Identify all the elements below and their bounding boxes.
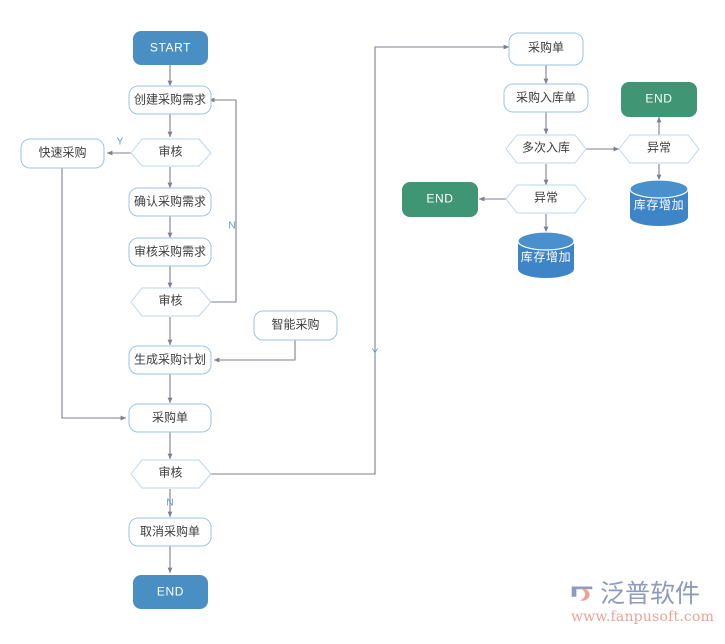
create-demand-label: 创建采购需求	[134, 92, 206, 107]
stock-left-cylinder-body	[518, 241, 574, 278]
multi-inbound-label: 多次入库	[522, 140, 570, 155]
edge-label-right-branch-yes: Y	[372, 348, 379, 359]
node-exception-left[interactable]: 异常	[505, 184, 587, 214]
stock-increase-left-label: 库存增加	[521, 249, 571, 264]
audit-demand-label: 审核采购需求	[134, 244, 206, 259]
end-green-left-label: END	[426, 192, 453, 206]
exception-left-label: 异常	[534, 191, 558, 205]
make-plan-label: 生成采购计划	[134, 352, 206, 367]
node-audit-demand[interactable]: 审核采购需求	[128, 237, 212, 267]
stock-right-cylinder-body	[630, 189, 688, 226]
inbound-order-label: 采购入库单	[516, 90, 576, 105]
node-purchase-order-left[interactable]: 采购单	[128, 403, 212, 433]
stock-increase-right-label: 库存增加	[634, 197, 684, 212]
connectors	[61, 44, 662, 574]
edge-quick-to-order	[61, 168, 127, 421]
edge-label-review2-no: N	[228, 221, 235, 232]
watermark-brand-text: 泛普软件	[600, 578, 701, 608]
exception-left-shape	[505, 184, 587, 214]
end-blue-label: END	[157, 585, 184, 599]
multi-inbound-shape	[505, 134, 587, 164]
node-make-plan[interactable]: 生成采购计划	[128, 345, 212, 375]
node-smart-purchase[interactable]: 智能采购	[253, 310, 338, 341]
node-start[interactable]: START	[133, 31, 208, 65]
purchase-order-left-shape	[128, 403, 212, 433]
watermark-url-text: www.fanpusoft.com	[571, 609, 715, 625]
node-multi-inbound[interactable]: 多次入库	[505, 134, 587, 164]
node-confirm-demand[interactable]: 确认采购需求	[128, 187, 212, 217]
edge-review3-yes-to-right-order	[209, 44, 510, 475]
purchase-order-right-label: 采购单	[528, 40, 564, 55]
make-plan-shape	[128, 345, 212, 375]
node-end-green-left[interactable]: END	[402, 182, 478, 217]
node-inbound-order[interactable]: 采购入库单	[503, 83, 589, 113]
purchase-order-right-shape	[508, 32, 584, 66]
review1-shape	[130, 138, 212, 167]
purchase-order-left-label: 采购单	[152, 410, 188, 425]
quick-purchase-shape	[20, 138, 105, 169]
review3-shape	[130, 459, 212, 489]
edge-label-review1-yes: Y	[117, 137, 124, 148]
exception-right-label: 异常	[647, 141, 671, 155]
end-green-left-shape	[402, 182, 478, 217]
start-shape	[133, 31, 208, 65]
node-end-green-right[interactable]: END	[621, 82, 697, 117]
watermark-brand-row: 泛普软件	[567, 578, 717, 608]
confirm-demand-shape	[128, 187, 212, 217]
audit-demand-shape	[128, 237, 212, 267]
cancel-order-shape	[128, 517, 212, 547]
inbound-order-shape	[503, 83, 589, 113]
quick-purchase-label: 快速采购	[38, 145, 86, 160]
node-cancel-order[interactable]: 取消采购单	[128, 517, 212, 547]
edge-smart-to-plan	[213, 340, 296, 363]
review1-label: 审核	[158, 144, 182, 159]
stock-left-cylinder-top	[517, 231, 575, 251]
node-exception-right[interactable]: 异常	[618, 134, 700, 164]
stock-right-cylinder-top	[629, 179, 689, 199]
review3-label: 审核	[158, 465, 182, 480]
smart-purchase-label: 智能采购	[271, 317, 319, 332]
node-end-blue[interactable]: END	[133, 575, 208, 609]
review2-shape	[130, 287, 212, 317]
confirm-demand-label: 确认采购需求	[134, 194, 206, 209]
node-review-3[interactable]: 审核	[130, 459, 212, 489]
node-review-1[interactable]: 审核	[130, 138, 212, 167]
watermark: 泛普软件 www.fanpusoft.com	[567, 578, 717, 634]
edge-label-review3-no: N	[166, 498, 173, 509]
node-create-demand[interactable]: 创建采购需求	[128, 85, 212, 115]
end-blue-shape	[133, 575, 208, 609]
fanpu-logo-icon	[571, 586, 593, 601]
cancel-order-label: 取消采购单	[140, 524, 200, 539]
node-quick-purchase[interactable]: 快速采购	[20, 138, 105, 169]
start-label: START	[150, 41, 191, 55]
exception-right-shape	[618, 134, 700, 164]
node-purchase-order-right[interactable]: 采购单	[508, 32, 584, 66]
review2-label: 审核	[158, 293, 182, 308]
node-stock-increase-right[interactable]: 库存增加	[629, 179, 689, 226]
smart-purchase-shape	[253, 310, 338, 341]
end-green-right-shape	[621, 82, 697, 117]
end-green-right-label: END	[645, 92, 672, 106]
node-review-2[interactable]: 审核	[130, 287, 212, 317]
create-demand-shape	[128, 85, 212, 115]
edge-review2-no-loop-to-create	[208, 97, 237, 303]
node-stock-increase-left[interactable]: 库存增加	[517, 231, 575, 278]
